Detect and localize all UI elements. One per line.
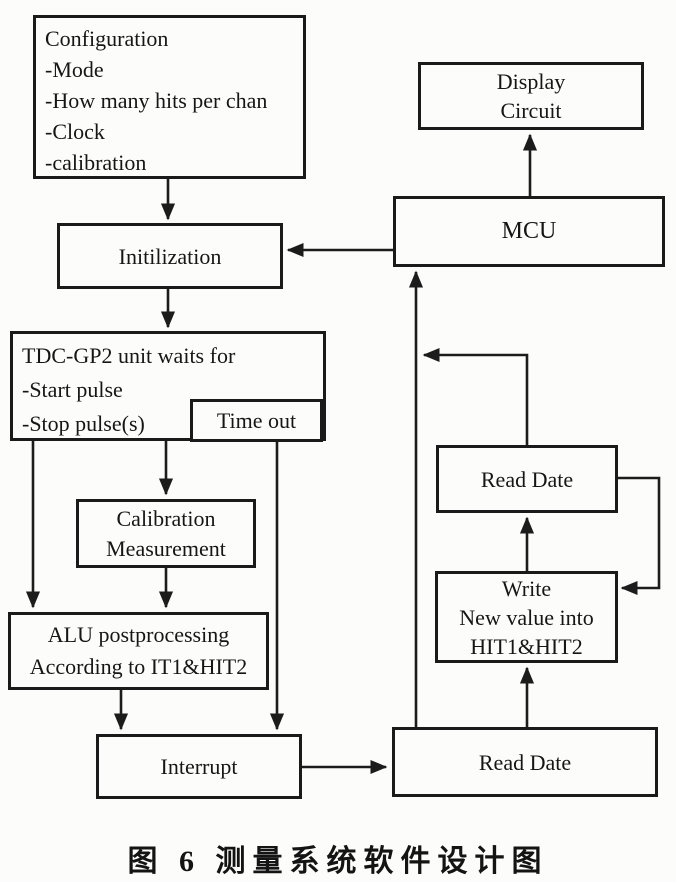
node-read-date-lower: Read Date [392, 727, 658, 797]
timeout-label: Time out [216, 408, 297, 433]
node-timeout: Time out [190, 399, 323, 442]
node-read-date-upper: Read Date [436, 445, 618, 513]
alu-postprocessing-line1: ALU postprocessing [47, 622, 230, 647]
node-write-hit: Write New value into HIT1&HIT2 [435, 571, 618, 663]
read-date-upper-label: Read Date [480, 466, 574, 492]
figure-caption: 图 6 测量系统软件设计图 [127, 845, 549, 878]
configuration-item-calibration: -calibration [45, 150, 147, 175]
node-calibration-measurement: Calibration Measurement [76, 499, 256, 568]
tdc-wait-start-pulse: -Start pulse [22, 377, 123, 402]
node-initialization: Initilization [57, 223, 283, 289]
configuration-item-mode: -Mode [45, 57, 104, 82]
node-tdc-wait: TDC-GP2 unit waits for -Start pulse -Sto… [10, 331, 326, 441]
read-date-lower-label: Read Date [478, 749, 572, 775]
node-alu-postprocessing: ALU postprocessing According to IT1&HIT2 [8, 612, 269, 690]
calibration-measurement-line1: Calibration [116, 505, 216, 531]
configuration-item-clock: -Clock [45, 119, 105, 144]
node-interrupt: Interrupt [96, 734, 302, 799]
display-circuit-line2: Circuit [500, 98, 562, 123]
write-hit-line1: Write [501, 575, 552, 601]
write-hit-line2: New value into [459, 604, 594, 630]
calibration-measurement-line2: Measurement [106, 535, 226, 561]
display-circuit-line1: Display [496, 69, 566, 94]
node-mcu: MCU [393, 196, 665, 267]
node-configuration: Configuration -Mode -How many hits per c… [33, 15, 306, 179]
mcu-label: MCU [501, 218, 557, 244]
alu-postprocessing-line2: According to IT1&HIT2 [29, 654, 248, 679]
initialization-label: Initilization [118, 243, 222, 269]
tdc-wait-title: TDC-GP2 unit waits for [22, 343, 236, 368]
configuration-item-hits: -How many hits per chan [45, 88, 268, 113]
write-hit-line3: HIT1&HIT2 [470, 633, 583, 659]
node-display-circuit: Display Circuit [418, 62, 644, 130]
configuration-title: Configuration [45, 26, 169, 51]
tdc-wait-stop-pulse: -Stop pulse(s) [22, 411, 145, 436]
edge-read-upper-to-write-loop [617, 476, 661, 596]
edge-read-upper-to-mcu-line [422, 347, 529, 445]
interrupt-label: Interrupt [160, 754, 238, 779]
